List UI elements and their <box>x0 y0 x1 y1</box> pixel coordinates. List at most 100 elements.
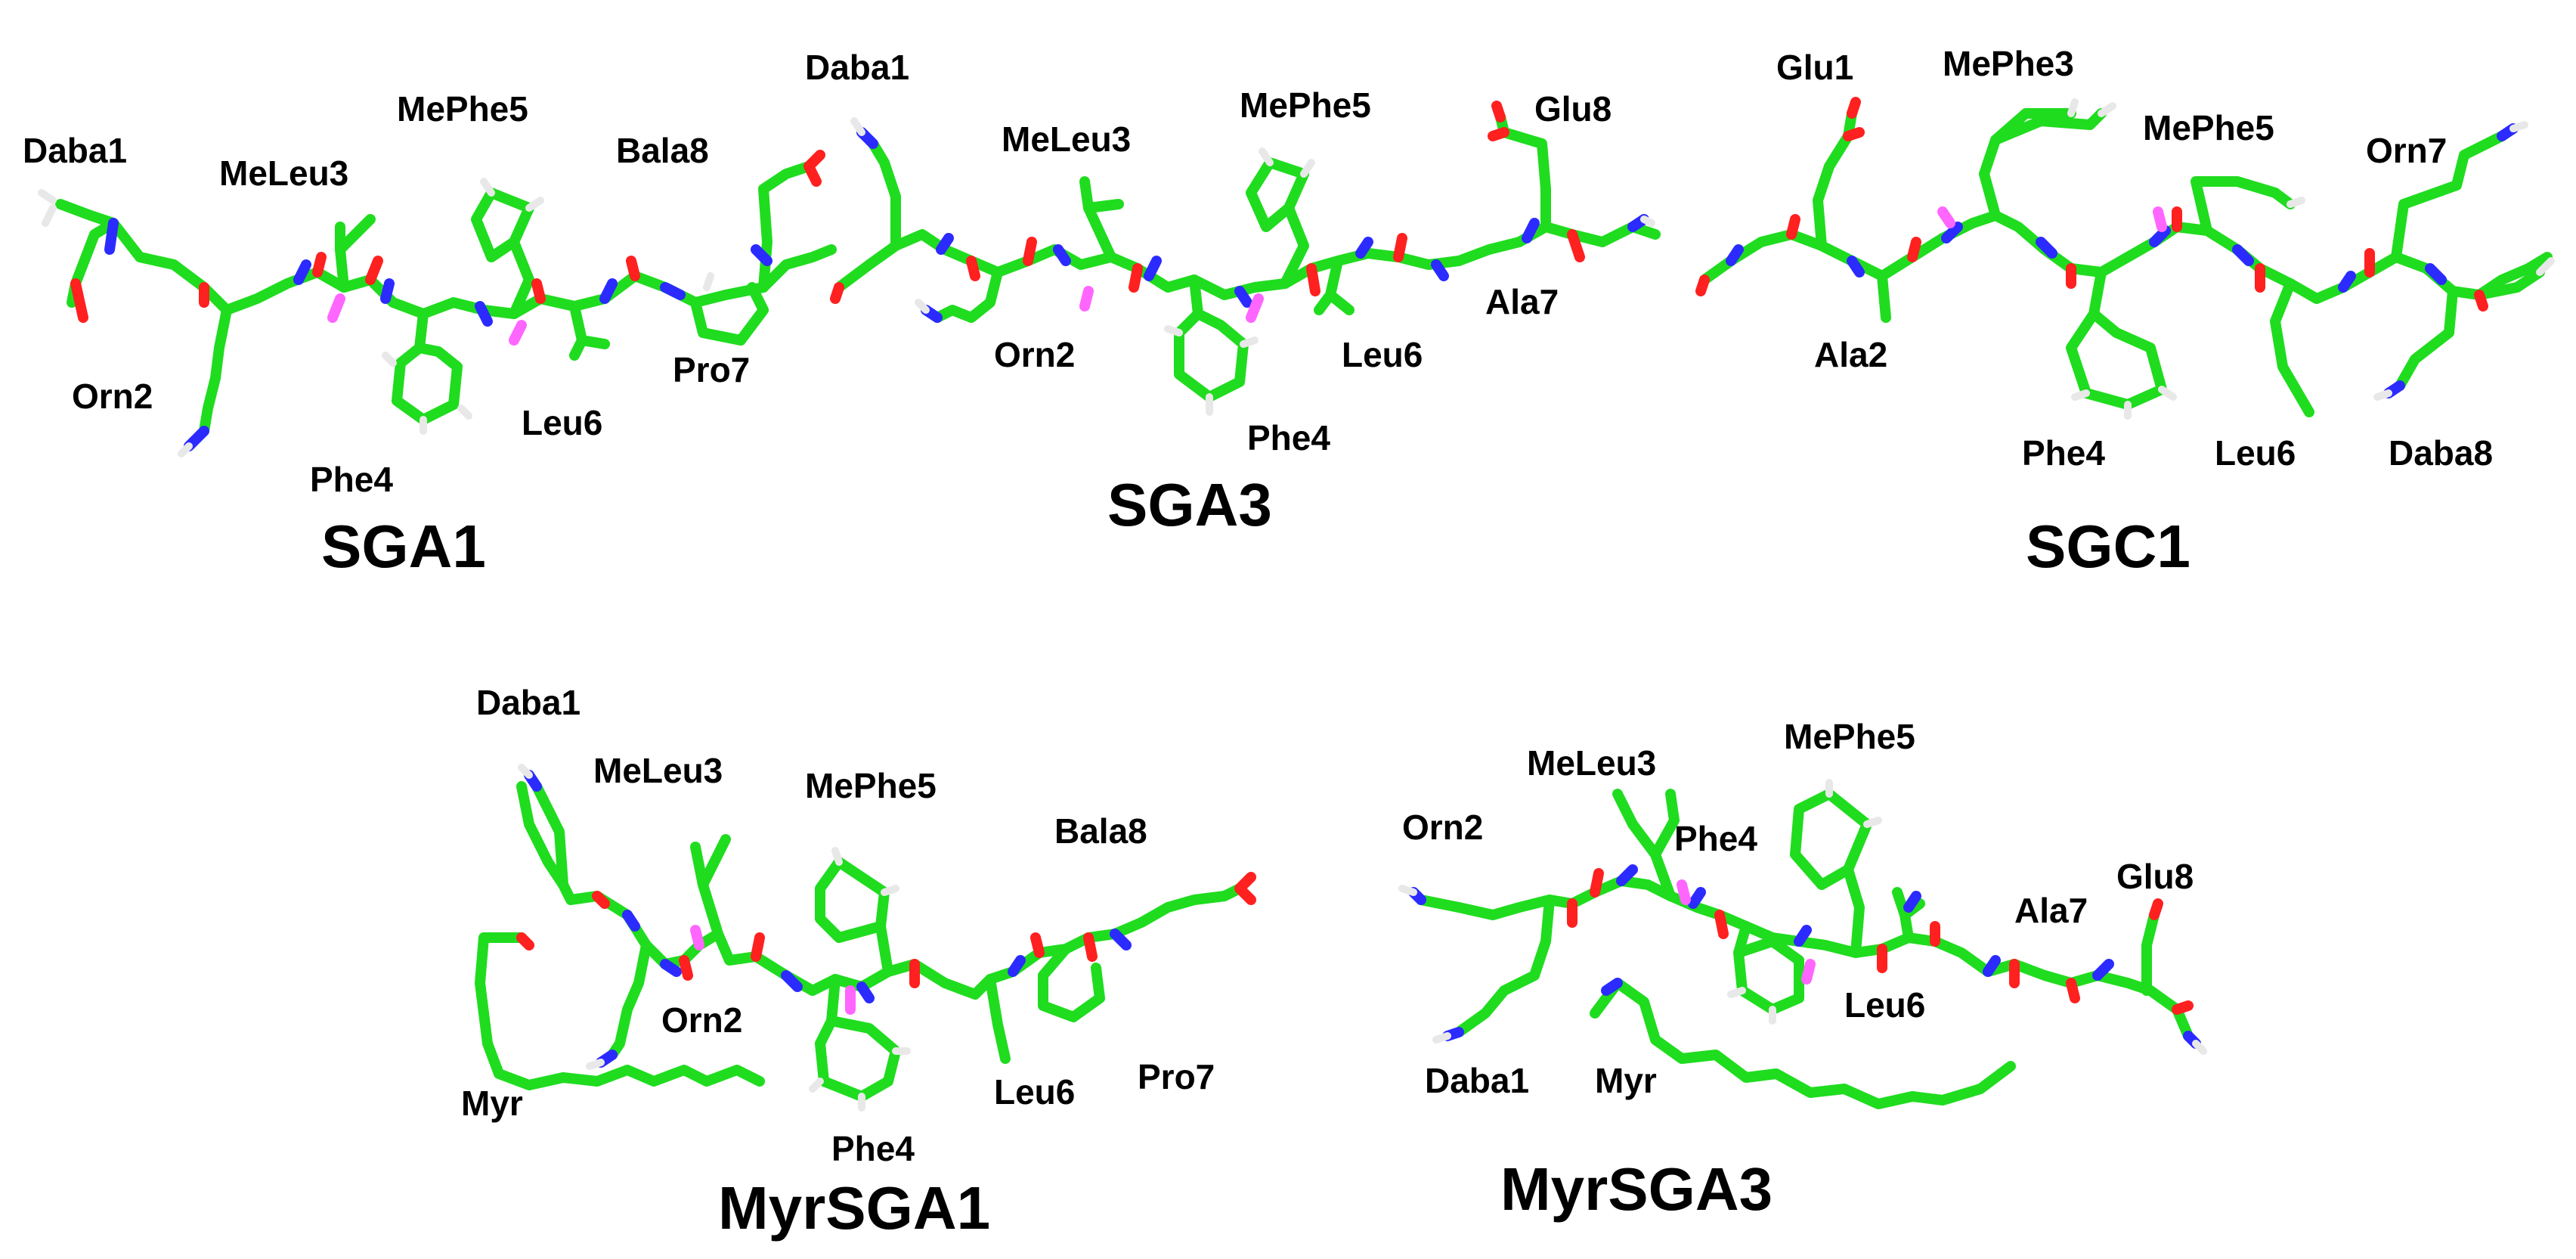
sga3-label-phe4: Phe4 <box>1247 418 1330 457</box>
sga1-oxygens <box>70 150 825 323</box>
sga3-nitrogens <box>856 127 1649 323</box>
sga1-label-orn2: Orn2 <box>72 377 153 416</box>
myrsga3-label-myr: Myr <box>1595 1061 1657 1100</box>
myrsga3-sidechain-meleu3 <box>1612 789 1680 901</box>
sga3-label-mephe5: MePhe5 <box>1240 85 1371 125</box>
sga3-molecule <box>830 101 1661 416</box>
myrsga3-n-methyls <box>1677 879 1816 985</box>
sgc1-label-daba8: Daba8 <box>2389 433 2493 473</box>
sga1-sidechain-leu6 <box>569 301 610 361</box>
sga1-label-pro7: Pro7 <box>673 350 750 389</box>
myrsga1-label-pro7: Pro7 <box>1138 1057 1215 1096</box>
myrsga1-label-myr: Myr <box>461 1084 523 1123</box>
sgc1-ring-mephe3 <box>1979 108 2107 221</box>
myrsga3-sidechain-daba1 <box>1454 895 1555 1037</box>
sga3-label-orn2: Orn2 <box>994 335 1075 374</box>
sgc1-nitrogens <box>1726 123 2519 398</box>
myrsga1-label-orn2: Orn2 <box>661 1000 742 1040</box>
sga1-label-mephe5: MePhe5 <box>397 89 528 129</box>
sga1-label-phe4: Phe4 <box>310 460 393 499</box>
sga3-label-ala7: Ala7 <box>1485 282 1559 321</box>
sga3-n-methyls <box>1079 286 1264 323</box>
sga3-label-meleu3: MeLeu3 <box>1002 119 1131 159</box>
structure-sga1: Daba1 Orn2 MeLeu3 Phe4 MePhe5 Leu6 Pro7 … <box>23 89 837 580</box>
sgc1-sidechain-mephe5 <box>2191 176 2296 236</box>
sga3-oxygens <box>830 101 1585 304</box>
myrsga3-label-orn2: Orn2 <box>1402 808 1483 847</box>
myrsga3-label-ala7: Ala7 <box>2014 891 2088 930</box>
sgc1-label-glu1: Glu1 <box>1776 48 1853 87</box>
sga1-label-daba1: Daba1 <box>23 131 127 170</box>
myrsga3-ring-phe4 <box>1733 921 1804 1015</box>
sga1-ring-phe4 <box>392 309 463 425</box>
sga3-label-leu6: Leu6 <box>1342 335 1423 374</box>
myrsga3-label-mephe5: MePhe5 <box>1784 717 1915 756</box>
sgc1-backbone <box>1699 210 2553 304</box>
myrsga1-ring-pro7 <box>1038 944 1105 1022</box>
sgc1-label-orn7: Orn7 <box>2366 131 2447 170</box>
myrsga1-nitrogens <box>524 770 1132 1068</box>
sgc1-ring-phe4 <box>2066 267 2167 410</box>
myrsga1-label-leu6: Leu6 <box>994 1072 1075 1112</box>
myrsga3-sidechain-glu8 <box>2141 910 2160 996</box>
myrsga1-sidechain-meleu3 <box>690 834 731 939</box>
sgc1-molecule <box>1695 97 2555 420</box>
sga3-label-daba1: Daba1 <box>805 48 909 87</box>
myrsga1-ring-mephe5 <box>815 857 893 977</box>
sga1-ring-pro7 <box>690 282 769 346</box>
myrsga1-myristoyl <box>475 932 765 1090</box>
myrsga3-label-meleu3: MeLeu3 <box>1527 743 1656 783</box>
myrsga1-sidechain-daba1 <box>531 781 568 890</box>
sga1-hydrogens <box>38 178 714 457</box>
sga3-sidechain-leu6 <box>1314 256 1355 315</box>
sga1-molecule <box>38 150 837 457</box>
sga3-sidechain-orn2 <box>932 267 1003 323</box>
sgc1-label-mephe3: MePhe3 <box>1943 44 2074 83</box>
myrsga3-nitrogens <box>1408 864 2201 1049</box>
sga1-sidechain-orn2 <box>199 305 232 436</box>
sgc1-label-ala2: Ala2 <box>1814 335 1887 374</box>
sga1-nitrogens <box>104 218 772 451</box>
myrsga3-label-phe4: Phe4 <box>1674 819 1757 858</box>
sgc1-sidechain-glu1 <box>1813 108 1857 251</box>
sgc1-label-leu6: Leu6 <box>2215 433 2296 473</box>
structure-sga3: Daba1 Orn2 MeLeu3 Phe4 MePhe5 Leu6 Ala7 … <box>805 48 1661 538</box>
sga1-n-methyls <box>327 293 527 346</box>
sga1-backbone <box>55 199 837 319</box>
myrsga3-title: MyrSGA3 <box>1500 1155 1773 1223</box>
myrsga1-ring-phe4 <box>815 974 901 1102</box>
myrsga3-myristoyl <box>1590 978 2016 1109</box>
myrsga1-label-daba1: Daba1 <box>476 683 581 722</box>
sgc1-n-methyls <box>1937 206 2167 232</box>
sgc1-oxygens <box>1695 97 2488 312</box>
myrsga1-n-methyls <box>690 925 856 1015</box>
myrsga1-oxygens <box>516 872 1256 988</box>
myrsga3-label-daba1: Daba1 <box>1425 1061 1529 1100</box>
structure-myrsga1: Daba1 MeLeu3 MePhe5 Bala8 Orn2 Myr Phe4 … <box>461 683 1256 1242</box>
myrsga1-label-mephe5: MePhe5 <box>805 766 937 805</box>
structure-myrsga3: MePhe5 MeLeu3 Orn2 Phe4 Glu8 Ala7 Leu6 D… <box>1398 717 2207 1223</box>
myrsga3-molecule <box>1398 779 2207 1109</box>
sga3-sidechain-meleu3 <box>1079 176 1124 262</box>
sgc1-sidechain-leu6 <box>2270 278 2314 417</box>
sga3-label-glu8: Glu8 <box>1534 89 1612 129</box>
sga3-sidechain-daba1 <box>868 138 901 251</box>
sga3-title: SGA3 <box>1107 471 1272 538</box>
myrsga1-label-meleu3: MeLeu3 <box>593 751 723 790</box>
myrsga1-molecule <box>475 764 1256 1112</box>
sga1-label-bala8: Bala8 <box>616 131 709 170</box>
sgc1-sidechain-orn7 <box>2391 131 2507 262</box>
sga1-ring-mephe5 <box>471 188 534 319</box>
structure-sgc1: Glu1 Ala2 MePhe3 Phe4 MePhe5 Leu6 Orn7 D… <box>1695 44 2555 580</box>
myrsga1-label-phe4: Phe4 <box>831 1129 915 1168</box>
sgc1-label-phe4: Phe4 <box>2022 433 2105 473</box>
sga1-label-leu6: Leu6 <box>522 403 602 442</box>
myrsga1-sidechain-leu6 <box>985 974 1011 1064</box>
sga1-sidechain-meleu3 <box>335 214 376 293</box>
sga3-ring-mephe5 <box>1246 157 1309 289</box>
myrsga1-sidechain-orn2 <box>607 940 652 1060</box>
myrsga1-label-bala8: Bala8 <box>1054 811 1147 851</box>
sgc1-hydrogens <box>2067 98 2555 420</box>
sgc1-sidechain-ala2 <box>1877 271 1891 323</box>
